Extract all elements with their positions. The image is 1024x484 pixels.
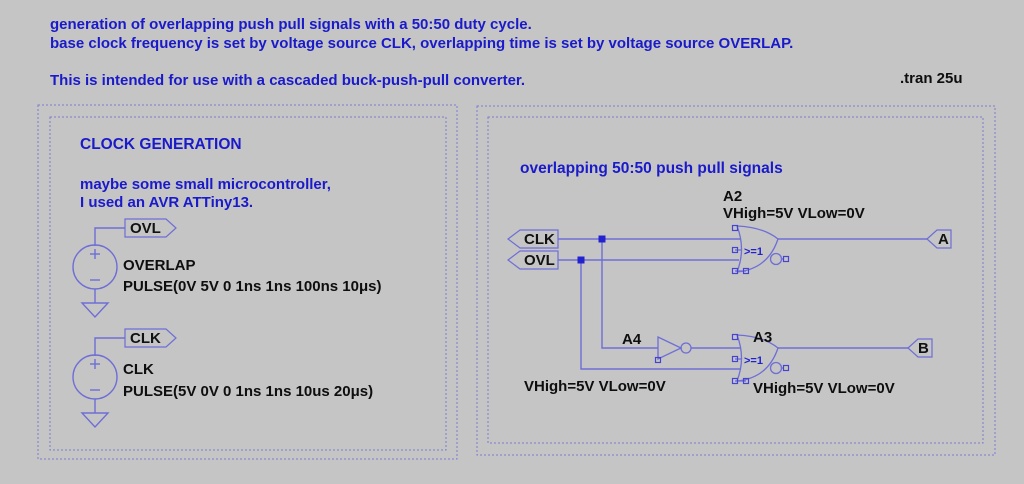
source-overlap-value: PULSE(0V 5V 0 1ns 1ns 100ns 10μs) bbox=[123, 278, 382, 295]
net-tag-a-out-label: A bbox=[938, 231, 949, 248]
clock-box-outer-border bbox=[37, 104, 458, 460]
clock-box-title: CLOCK GENERATION bbox=[80, 136, 242, 153]
gate-a3-params: VHigh=5V VLow=0V bbox=[753, 380, 895, 397]
comment-line-3: This is intended for use with a cascaded… bbox=[50, 72, 526, 89]
gate-a2-params: VHigh=5V VLow=0V bbox=[723, 205, 865, 222]
wires-clock-box[interactable] bbox=[94, 227, 125, 413]
ground-symbol[interactable] bbox=[80, 302, 110, 319]
net-tag-ovl-in[interactable] bbox=[507, 250, 559, 270]
gate-a3-name: A3 bbox=[753, 329, 773, 346]
inverter-a4[interactable] bbox=[654, 335, 692, 364]
voltage-source-overlap[interactable] bbox=[72, 244, 118, 290]
net-tag-a-out[interactable] bbox=[926, 229, 952, 249]
logic-box-outer-border bbox=[476, 105, 996, 456]
tran-directive: .tran 25u bbox=[900, 70, 963, 87]
clock-box-note-2: I used an AVR ATTiny13. bbox=[80, 194, 254, 211]
logic-box-title: overlapping 50:50 push pull signals bbox=[520, 160, 783, 177]
gate-a2-name: A2 bbox=[723, 188, 743, 205]
net-tag-b-out-label: B bbox=[918, 340, 929, 357]
source-overlap-name: OVERLAP bbox=[123, 257, 196, 274]
or-gate-symbol-label: >=1 bbox=[744, 246, 763, 258]
net-tag-b-out[interactable] bbox=[907, 338, 933, 358]
net-tag-ovl-in-label: OVL bbox=[524, 252, 555, 269]
wire[interactable] bbox=[94, 227, 125, 246]
junction-dot[interactable] bbox=[577, 256, 585, 264]
clock-box-note-1: maybe some small microcontroller, bbox=[80, 176, 331, 193]
junction-dot[interactable] bbox=[598, 235, 606, 243]
or-gate-a3[interactable]: >=1 bbox=[731, 333, 790, 385]
logic-box-inner-border bbox=[487, 116, 984, 444]
clock-box-inner-border bbox=[49, 116, 447, 451]
or-gate-a2[interactable]: >=1 bbox=[731, 224, 790, 275]
net-tag-ovl-left-label: OVL bbox=[130, 220, 161, 237]
net-tag-clk-in[interactable] bbox=[507, 229, 559, 249]
voltage-source-clk[interactable] bbox=[72, 354, 118, 400]
source-clk-name: CLK bbox=[123, 361, 154, 378]
net-tag-clk-in-label: CLK bbox=[524, 231, 555, 248]
comment-line-1: generation of overlapping push pull sign… bbox=[50, 16, 532, 33]
wire[interactable] bbox=[580, 260, 740, 370]
net-tag-ovl-left[interactable] bbox=[124, 218, 177, 238]
ground-symbol[interactable] bbox=[80, 412, 110, 429]
comment-line-2: base clock frequency is set by voltage s… bbox=[50, 35, 794, 52]
gate-a4-name: A4 bbox=[622, 331, 642, 348]
or-gate-symbol-label: >=1 bbox=[744, 355, 763, 367]
gate-a4-params: VHigh=5V VLow=0V bbox=[524, 378, 666, 395]
wires-logic-box[interactable] bbox=[558, 238, 927, 370]
wire[interactable] bbox=[94, 337, 125, 356]
source-clk-value: PULSE(5V 0V 0 1ns 1ns 10us 20μs) bbox=[123, 383, 374, 400]
net-tag-clk-left[interactable] bbox=[124, 328, 177, 348]
net-tag-clk-left-label: CLK bbox=[130, 330, 161, 347]
wire[interactable] bbox=[601, 239, 658, 349]
